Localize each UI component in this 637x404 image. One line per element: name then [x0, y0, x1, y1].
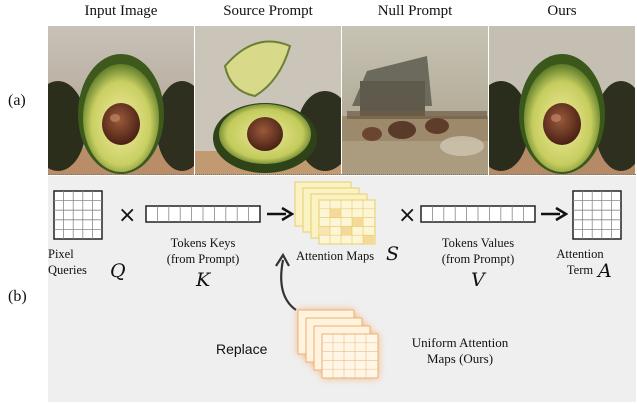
panel-a-label: (a) [8, 92, 26, 109]
attention-maps-label: Attention Maps [295, 249, 375, 263]
ours-image-avocado [489, 26, 635, 175]
token-keys-strip [145, 205, 261, 228]
arrow-right-icon-2 [540, 206, 569, 227]
symbol-k: K [196, 269, 211, 291]
col-title-input-image: Input Image [84, 3, 158, 19]
col-title-null-prompt: Null Prompt [377, 3, 453, 19]
token-keys-line2: (from Prompt) [166, 252, 240, 266]
col-title-ours: Ours [547, 3, 577, 19]
panel-b-label: (b) [8, 288, 27, 305]
curved-arrow-up-icon [270, 252, 300, 319]
pixel-queries-label: Pixel Queries [48, 246, 88, 278]
attention-term-line2: Term [566, 263, 594, 277]
symbol-v: V [471, 269, 485, 291]
token-values-label: Tokens Values (from Prompt) [418, 235, 538, 267]
col-title-source-prompt: Source Prompt [223, 3, 313, 19]
attention-term-line1: Attention [556, 247, 604, 261]
pixel-queries-line2: Queries [48, 263, 87, 277]
uniform-attention-maps-stack [290, 300, 390, 401]
pixel-queries-line1: Pixel [48, 247, 74, 261]
times-symbol-2: × [398, 203, 417, 228]
attention-term-label: Attention Term [556, 246, 604, 278]
token-values-line1: Tokens Values [441, 236, 515, 250]
null-prompt-image [342, 26, 488, 175]
uniform-attention-line1: Uniform Attention [411, 335, 509, 350]
symbol-q: Q [110, 260, 126, 282]
token-keys-label: Tokens Keys (from Prompt) [143, 235, 263, 267]
pixel-queries-grid [53, 190, 103, 245]
input-image-avocado [48, 26, 194, 175]
token-keys-line1: Tokens Keys [170, 236, 236, 250]
token-values-strip [420, 205, 536, 228]
symbol-s: S [386, 243, 400, 265]
uniform-attention-label: Uniform Attention Maps (Ours) [395, 335, 525, 367]
symbol-a: A [598, 260, 612, 282]
uniform-attention-line2: Maps (Ours) [426, 351, 494, 366]
token-values-line2: (from Prompt) [441, 252, 515, 266]
replace-label: Replace [216, 341, 268, 357]
times-symbol-1: × [118, 203, 137, 228]
attention-term-grid [572, 190, 622, 245]
panel-separator [48, 174, 636, 175]
arrow-right-icon [266, 206, 295, 227]
attention-maps-stack [293, 180, 393, 251]
source-prompt-image [195, 26, 341, 175]
